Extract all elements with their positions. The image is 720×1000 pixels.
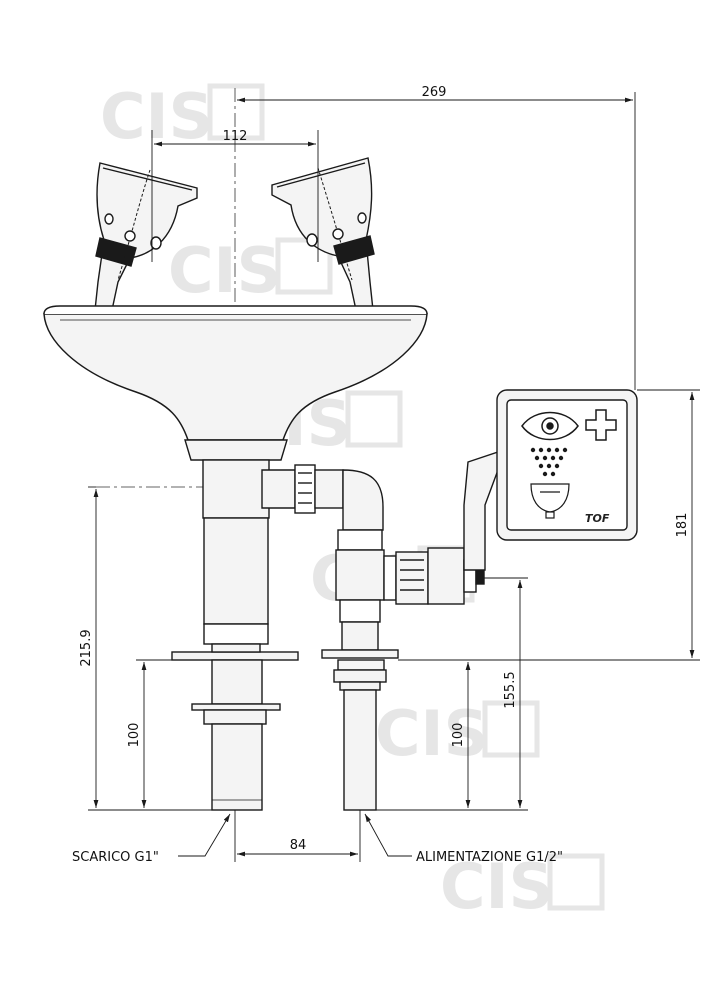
dimension-lines	[88, 92, 700, 862]
push-handle	[463, 389, 638, 571]
dimension-supply-pipe-length: 100	[451, 723, 466, 748]
dimension-drain-pipe-length: 100	[127, 723, 142, 748]
right-nozzle	[271, 157, 375, 311]
dimension-handle-height: 181	[675, 513, 690, 538]
dimension-drain-height: 215.9	[79, 629, 94, 666]
svg-text:CIS: CIS	[100, 80, 213, 153]
bowl	[43, 305, 428, 441]
dimension-drain-to-supply: 84	[290, 838, 307, 853]
svg-text:CIS: CIS	[375, 697, 488, 770]
watermark-logo: CIS	[440, 850, 605, 923]
drain-column	[171, 439, 299, 811]
valve-assembly	[383, 547, 485, 605]
left-nozzle	[94, 162, 198, 311]
callout-drain: SCARICO G1"	[72, 850, 159, 865]
watermark-logo: CIS	[100, 80, 265, 153]
watermarks: CIS CIS CIS CIS CIS CIS	[100, 80, 605, 923]
watermark-logo: CIS	[168, 234, 333, 307]
first-aid-cross-icon	[585, 409, 617, 441]
svg-text:CIS: CIS	[440, 850, 553, 923]
side-connector	[261, 464, 384, 531]
dimension-nozzle-spacing: 112	[223, 129, 248, 144]
brand-logo: TOF	[585, 512, 610, 525]
dimension-overall-width: 269	[422, 85, 447, 100]
eyewash-spray-icon	[530, 447, 570, 519]
callout-supply: ALIMENTAZIONE G1/2"	[416, 850, 563, 865]
eye-icon	[521, 411, 579, 441]
supply-column	[321, 529, 399, 811]
dimension-supply-height: 155.5	[503, 671, 518, 708]
svg-text:CIS: CIS	[168, 234, 281, 307]
